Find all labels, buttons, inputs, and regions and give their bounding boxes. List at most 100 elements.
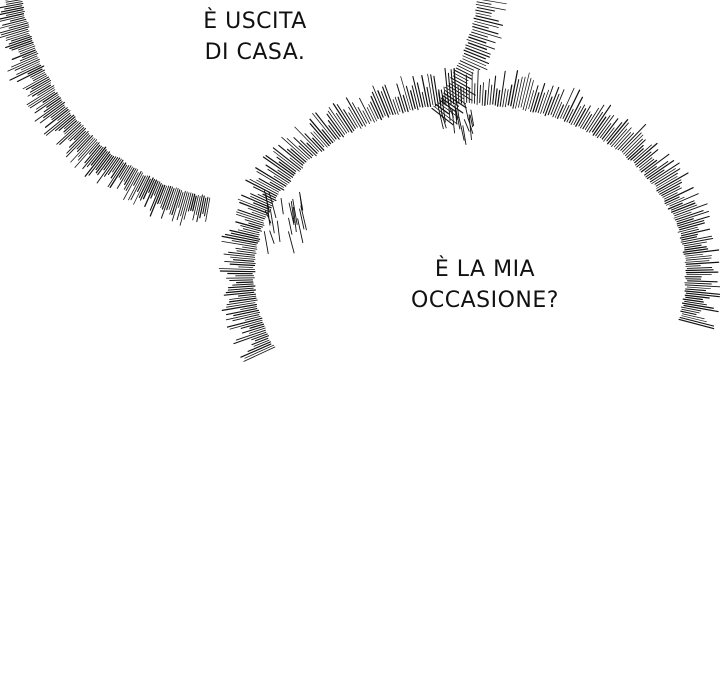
hatch-stroke — [276, 220, 281, 242]
hatch-stroke — [409, 90, 416, 110]
hatch-stroke — [468, 36, 487, 44]
hatch-stroke — [489, 84, 493, 105]
hatch-stroke — [620, 123, 647, 151]
hatch-stroke — [224, 260, 256, 264]
hatch-stroke — [293, 137, 314, 157]
hatch-stroke — [532, 92, 540, 113]
hatch-stroke — [133, 175, 149, 205]
hatch-stroke — [547, 86, 560, 116]
hatch-stroke — [657, 179, 682, 193]
hatch-stroke — [192, 194, 199, 221]
hatch-stroke — [462, 55, 487, 67]
hatch-stroke — [570, 106, 582, 126]
hatch-stroke — [103, 157, 119, 177]
hatch-stroke — [654, 168, 681, 185]
hatch-stroke — [502, 88, 506, 108]
hatch-stroke — [504, 89, 509, 108]
hatch-stroke — [235, 221, 261, 230]
hatch-stroke — [443, 86, 447, 107]
hatch-stroke — [315, 112, 337, 140]
hatch-stroke — [644, 166, 657, 176]
hatch-stroke — [673, 211, 692, 219]
hatch-stroke — [611, 128, 628, 147]
hatch-stroke — [465, 44, 491, 55]
hatch-stroke — [566, 108, 574, 123]
hatch-stroke — [685, 288, 707, 292]
hatch-stroke — [88, 142, 100, 155]
hatch-stroke — [76, 134, 91, 150]
hatch-stroke — [112, 158, 122, 173]
hatch-stroke — [649, 169, 665, 180]
hatch-stroke — [472, 29, 502, 39]
hatch-stroke — [229, 229, 259, 238]
hatch-stroke — [292, 206, 297, 233]
hatch-stroke — [199, 195, 205, 219]
hatch-stroke — [130, 175, 144, 201]
hatch-stroke — [232, 314, 260, 322]
hatch-stroke — [247, 207, 267, 216]
hatch-stroke — [520, 72, 530, 108]
hatch-stroke — [476, 1, 492, 5]
hatch-stroke — [51, 107, 68, 121]
hatch-stroke — [0, 24, 29, 34]
hatch-stroke — [133, 170, 142, 186]
hatch-stroke — [241, 325, 265, 334]
hatch-stroke — [269, 181, 285, 191]
hatch-stroke — [685, 265, 701, 267]
hatch-stroke — [384, 84, 397, 115]
hatch-stroke — [107, 157, 121, 176]
hatch-stroke — [257, 193, 274, 203]
hatch-stroke — [681, 308, 700, 314]
hatch-stroke — [11, 41, 34, 51]
hatch-stroke — [499, 70, 506, 107]
hatch-stroke — [440, 97, 464, 114]
hatch-stroke — [467, 42, 488, 51]
hatch-stroke — [88, 151, 108, 176]
hatch-stroke — [447, 98, 451, 121]
hatch-stroke — [5, 38, 33, 49]
hatch-stroke — [669, 193, 699, 207]
hatch-stroke — [33, 73, 47, 82]
hatch-stroke — [11, 49, 36, 61]
hatch-stroke — [73, 128, 86, 140]
hatch-stroke — [0, 28, 29, 39]
hatch-stroke — [484, 89, 487, 106]
hatch-stroke — [70, 137, 94, 163]
hatch-stroke — [684, 282, 712, 285]
hatch-stroke — [280, 198, 284, 215]
hatch-stroke — [656, 172, 689, 192]
hatch-stroke — [450, 69, 455, 105]
hatch-stroke — [237, 198, 270, 212]
hatch-stroke — [219, 270, 256, 273]
hatch-stroke — [427, 73, 434, 106]
hatch-stroke — [370, 95, 383, 121]
hatch-stroke — [368, 104, 377, 122]
hatch-stroke — [649, 162, 680, 183]
hatch-stroke — [251, 337, 269, 346]
hatch-stroke — [674, 203, 708, 217]
hatch-stroke — [304, 133, 323, 152]
hatch-stroke — [289, 157, 304, 169]
hatch-stroke — [28, 89, 56, 107]
hatch-stroke — [31, 78, 50, 90]
hatch-stroke — [9, 40, 33, 50]
hatch-stroke — [662, 187, 682, 198]
hatch-stroke — [39, 104, 65, 124]
hatch-stroke — [228, 297, 257, 303]
hatch-stroke — [396, 83, 406, 112]
hatch-stroke — [348, 112, 358, 128]
hatch-stroke — [169, 187, 179, 215]
hatch-stroke — [228, 251, 255, 256]
hatch-stroke — [568, 96, 584, 124]
hatch-stroke — [237, 209, 265, 220]
hatch-stroke — [0, 20, 27, 29]
hatch-stroke — [0, 2, 24, 9]
hatch-stroke — [676, 218, 694, 225]
hatch-stroke — [603, 127, 615, 142]
hatch-stroke — [681, 228, 711, 237]
hatch-stroke — [459, 60, 481, 71]
hatch-stroke — [313, 131, 328, 148]
hatch-stroke — [681, 237, 714, 245]
hatch-stroke — [452, 75, 468, 84]
hatch-stroke — [472, 23, 489, 29]
